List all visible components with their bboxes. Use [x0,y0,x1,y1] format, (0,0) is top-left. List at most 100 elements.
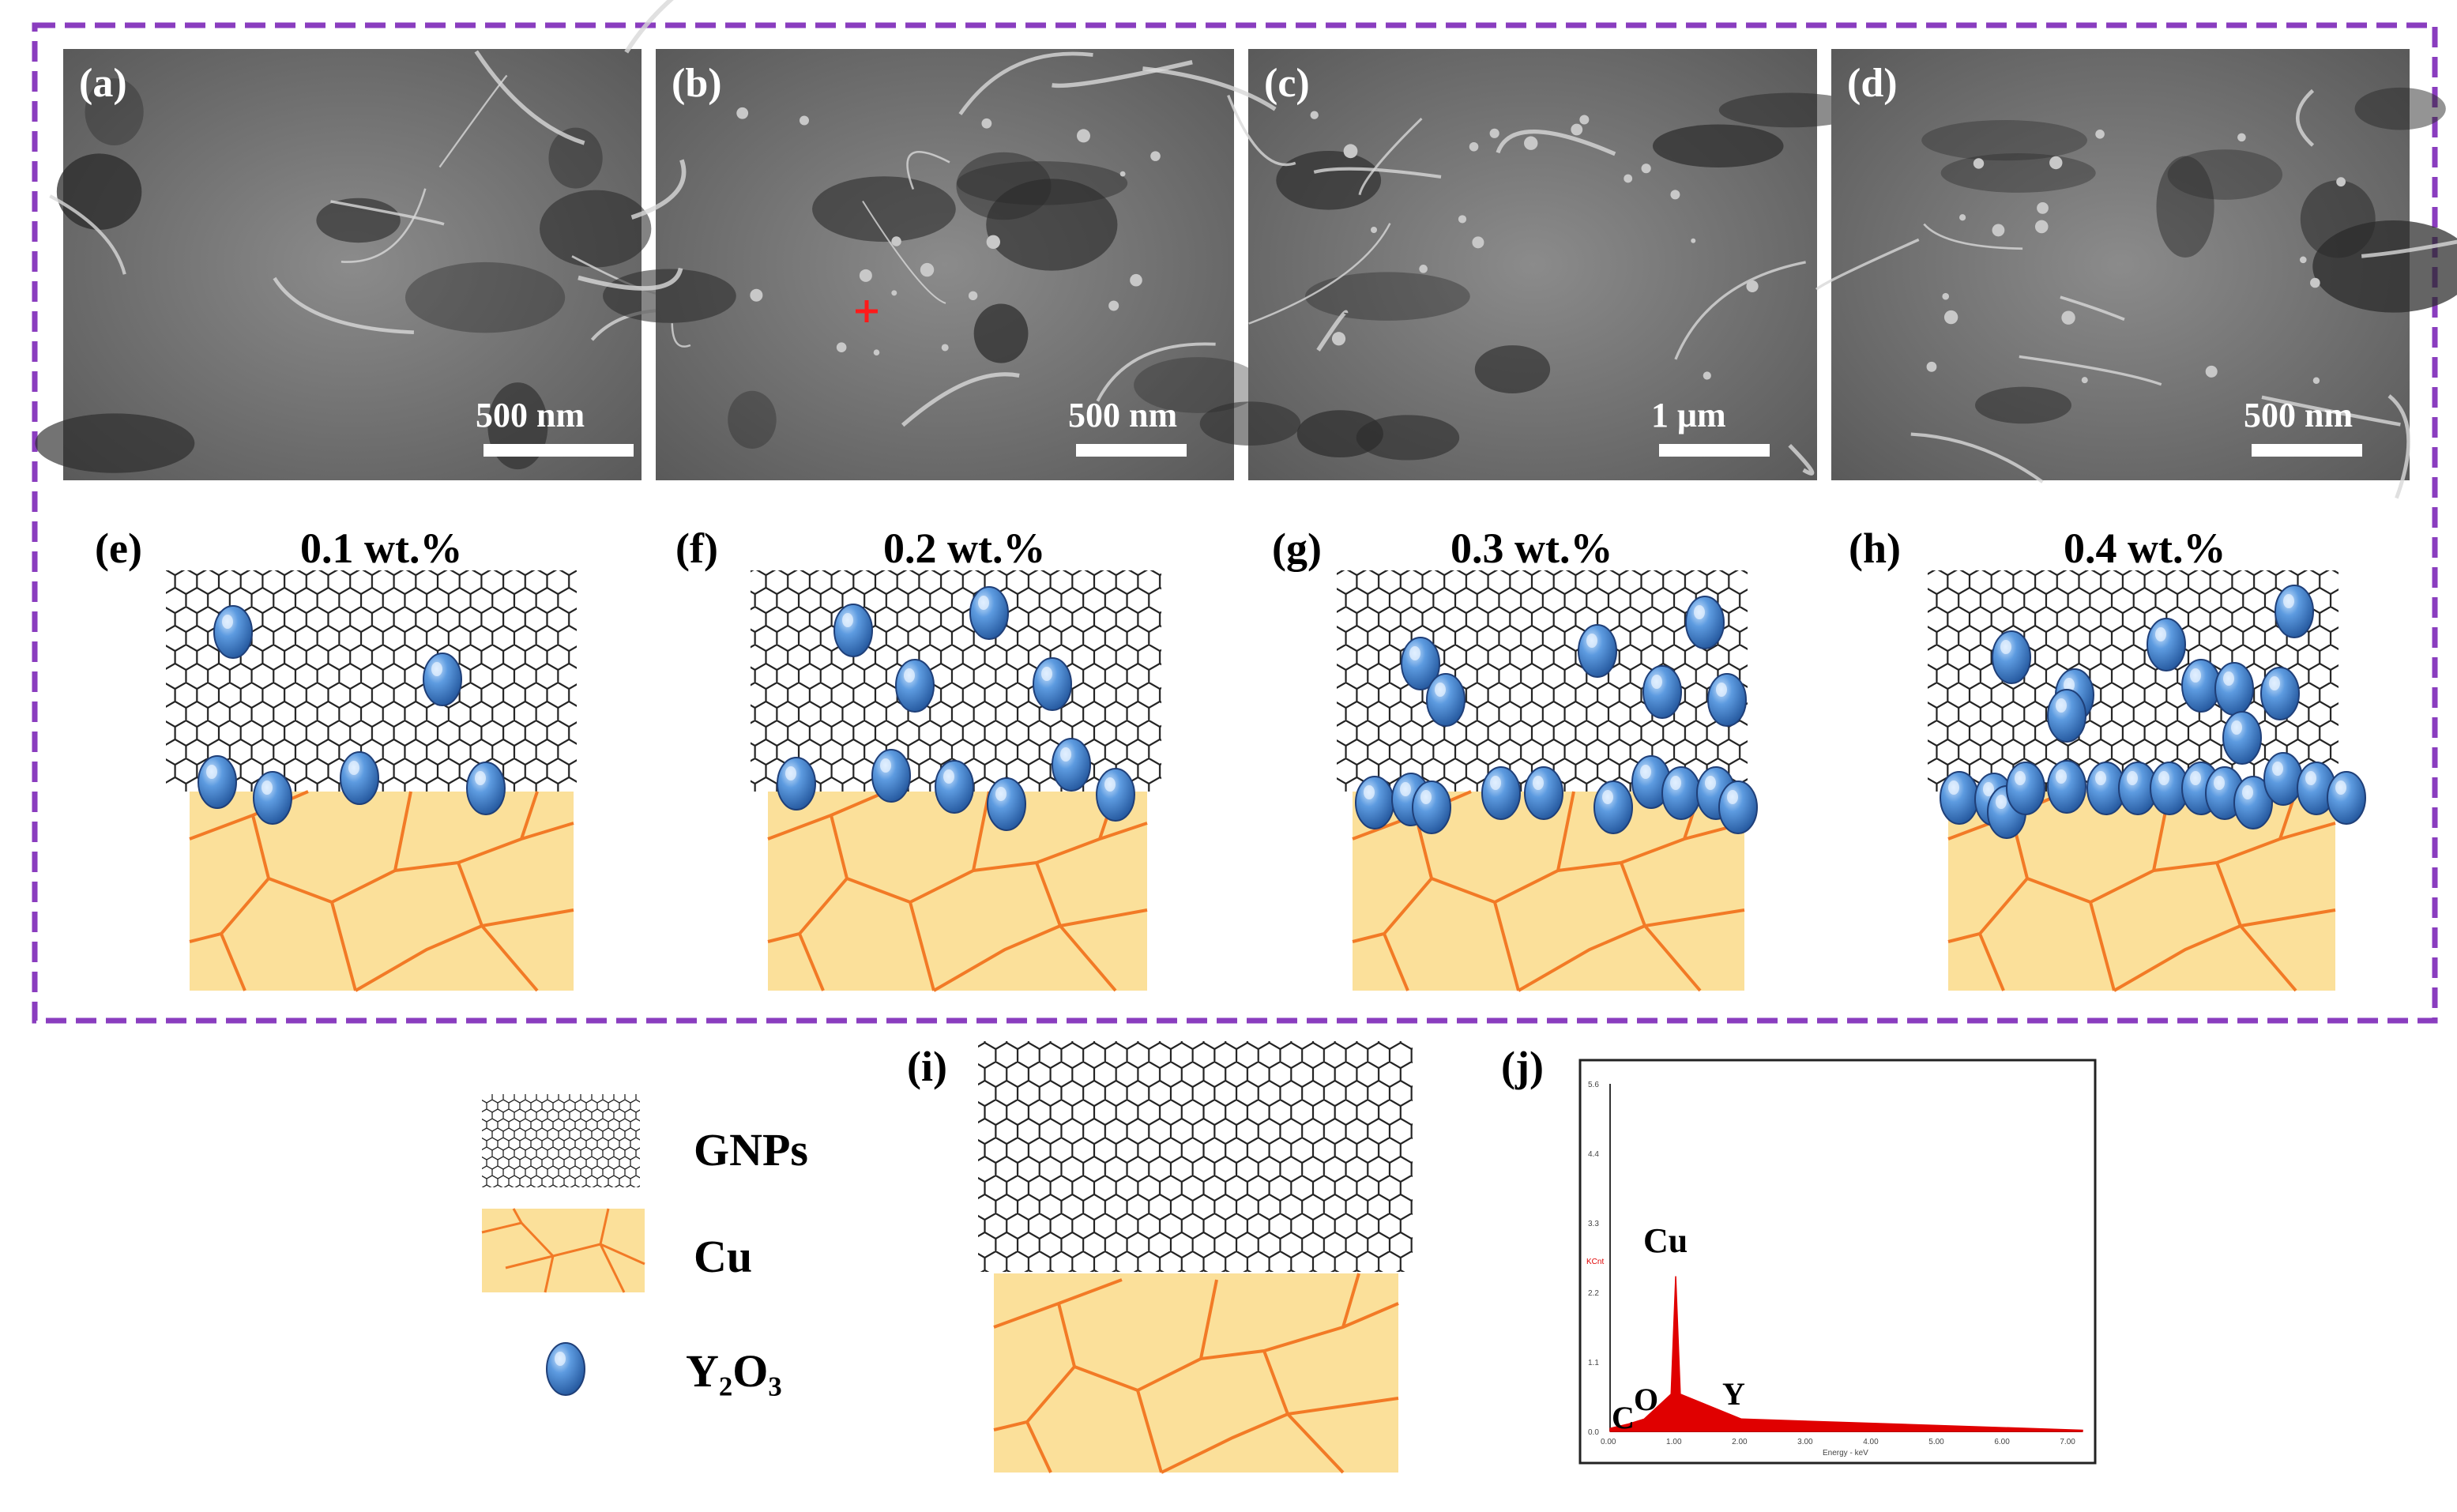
eds-x-tick: 6.00 [1994,1438,2010,1446]
peak-label-y: Y [1722,1376,1745,1412]
sem-pore [1652,124,1784,168]
y2o3-particle [1718,780,1758,834]
sem-ridge [1096,342,1216,402]
sem-ridge [1316,310,1349,352]
y2o3-particle [1355,776,1394,829]
y2o3-particle [1052,738,1091,792]
sem-ridge [341,188,427,263]
sem-particle [2299,256,2307,264]
eds-x-tick: 3.00 [1797,1438,1813,1446]
sem-panel-label: (d) [1847,61,1898,106]
y2o3-particle [2260,667,2300,720]
sem-panel-c: (c)1 μm [1142,49,1864,480]
sem-panel-d: (d)500 nm [1815,49,2457,499]
sem-particle [1641,164,1651,174]
sem-particle [1579,115,1590,125]
sem-particle [1119,171,1126,177]
sem-ridge [1923,223,2023,250]
y2o3-particle [1685,596,1725,649]
panel-i-gnp-layer [978,1041,1413,1272]
sem-ridge [273,276,415,335]
sem-ridge [630,159,687,220]
sem-image-row: (a)500 nm(b)500 nm(c)1 μm(d)500 nm [35,0,2457,499]
eds-frame [1578,1059,2097,1465]
sem-pore [957,161,1128,205]
sem-particle [968,291,978,301]
y2o3-particle [1481,766,1521,820]
sem-pore [973,303,1029,363]
sem-particle [1524,136,1538,150]
sem-pore [2156,156,2214,258]
y2o3-particle [2275,585,2314,638]
sem-particle [1343,144,1358,159]
sem-pore [2354,87,2446,130]
eds-x-tick: 5.00 [1928,1438,1944,1446]
cu-grain-boundaries [767,790,1148,992]
sem-ridge [2361,239,2457,258]
sem-particle [750,288,763,302]
content-label: 0.3 wt.% [1450,525,1612,572]
cu-layer [190,792,574,991]
sem-particle [2049,156,2063,170]
legend-cu-swatch [481,1208,645,1293]
sem-ridge [1358,117,1423,196]
sem-pore [548,127,603,189]
eds-y-tick: 0.0 [1588,1428,1599,1437]
sem-ridge [906,151,950,190]
sem-particle [1973,158,1985,169]
gnp-layer [1337,570,1748,792]
y2o3-particle [935,760,974,814]
sem-ridge [2295,88,2315,147]
sem-ridge [1052,60,1193,88]
sem-particle [2034,220,2049,234]
sem-particle [2237,133,2246,142]
sem-particle [1703,371,1711,380]
peak-label-cu: Cu [1643,1221,1688,1260]
sem-particle [1691,238,1696,243]
sem-particle [1571,123,1583,136]
sem-particle [836,342,847,352]
sem-pore [2312,220,2457,313]
y2o3-particle [2263,752,2303,806]
sem-particle [1943,310,1958,325]
y2o3-particle [1426,673,1466,727]
peak-label-c: C [1612,1400,1635,1435]
cu-grain-boundaries [1947,790,2336,992]
sem-particle [891,236,901,246]
sem-pore [1921,119,2087,161]
schematic-panel-f: (f)0.2 wt.% [675,525,1161,992]
y2o3-particle [1642,665,1682,719]
sem-pore [603,269,736,323]
y2o3-particle [1524,766,1563,820]
sem-particle [2081,377,2088,384]
panel-i-cu-layer [993,1273,1399,1474]
sem-ridge [1496,130,1616,156]
y2o3-particle [198,755,237,809]
sem-ridge [2060,295,2125,322]
y2o3-particle [340,751,379,805]
sem-particle [1310,111,1319,119]
eds-y-tick: 5.6 [1588,1081,1599,1089]
sem-particle [736,107,749,119]
schematic-panel-g: (g)0.3 wt.% [1272,525,1758,992]
y2o3-particle [2047,760,2086,814]
scale-bar [483,444,634,457]
sem-particle [1469,141,1479,152]
schematic-label: (h) [1849,525,1901,572]
y2o3-particle [213,605,253,659]
eds-y-tick: 1.1 [1588,1359,1599,1367]
sem-pore [1304,272,1470,321]
sem-pore [1718,92,1864,128]
y2o3-particle [2006,762,2045,815]
eds-x-label: Energy - keV [1823,1449,1868,1457]
sem-ridge [330,200,445,226]
sem-pore [1199,401,1301,446]
y2o3-particle [1593,780,1633,834]
sem-ridge [1815,238,1920,291]
y2o3-particle [2214,662,2254,716]
sem-ridge [438,74,508,168]
y2o3-particle [2181,659,2221,713]
y2o3-particle [1033,657,1072,711]
y2o3-particle [777,757,816,811]
